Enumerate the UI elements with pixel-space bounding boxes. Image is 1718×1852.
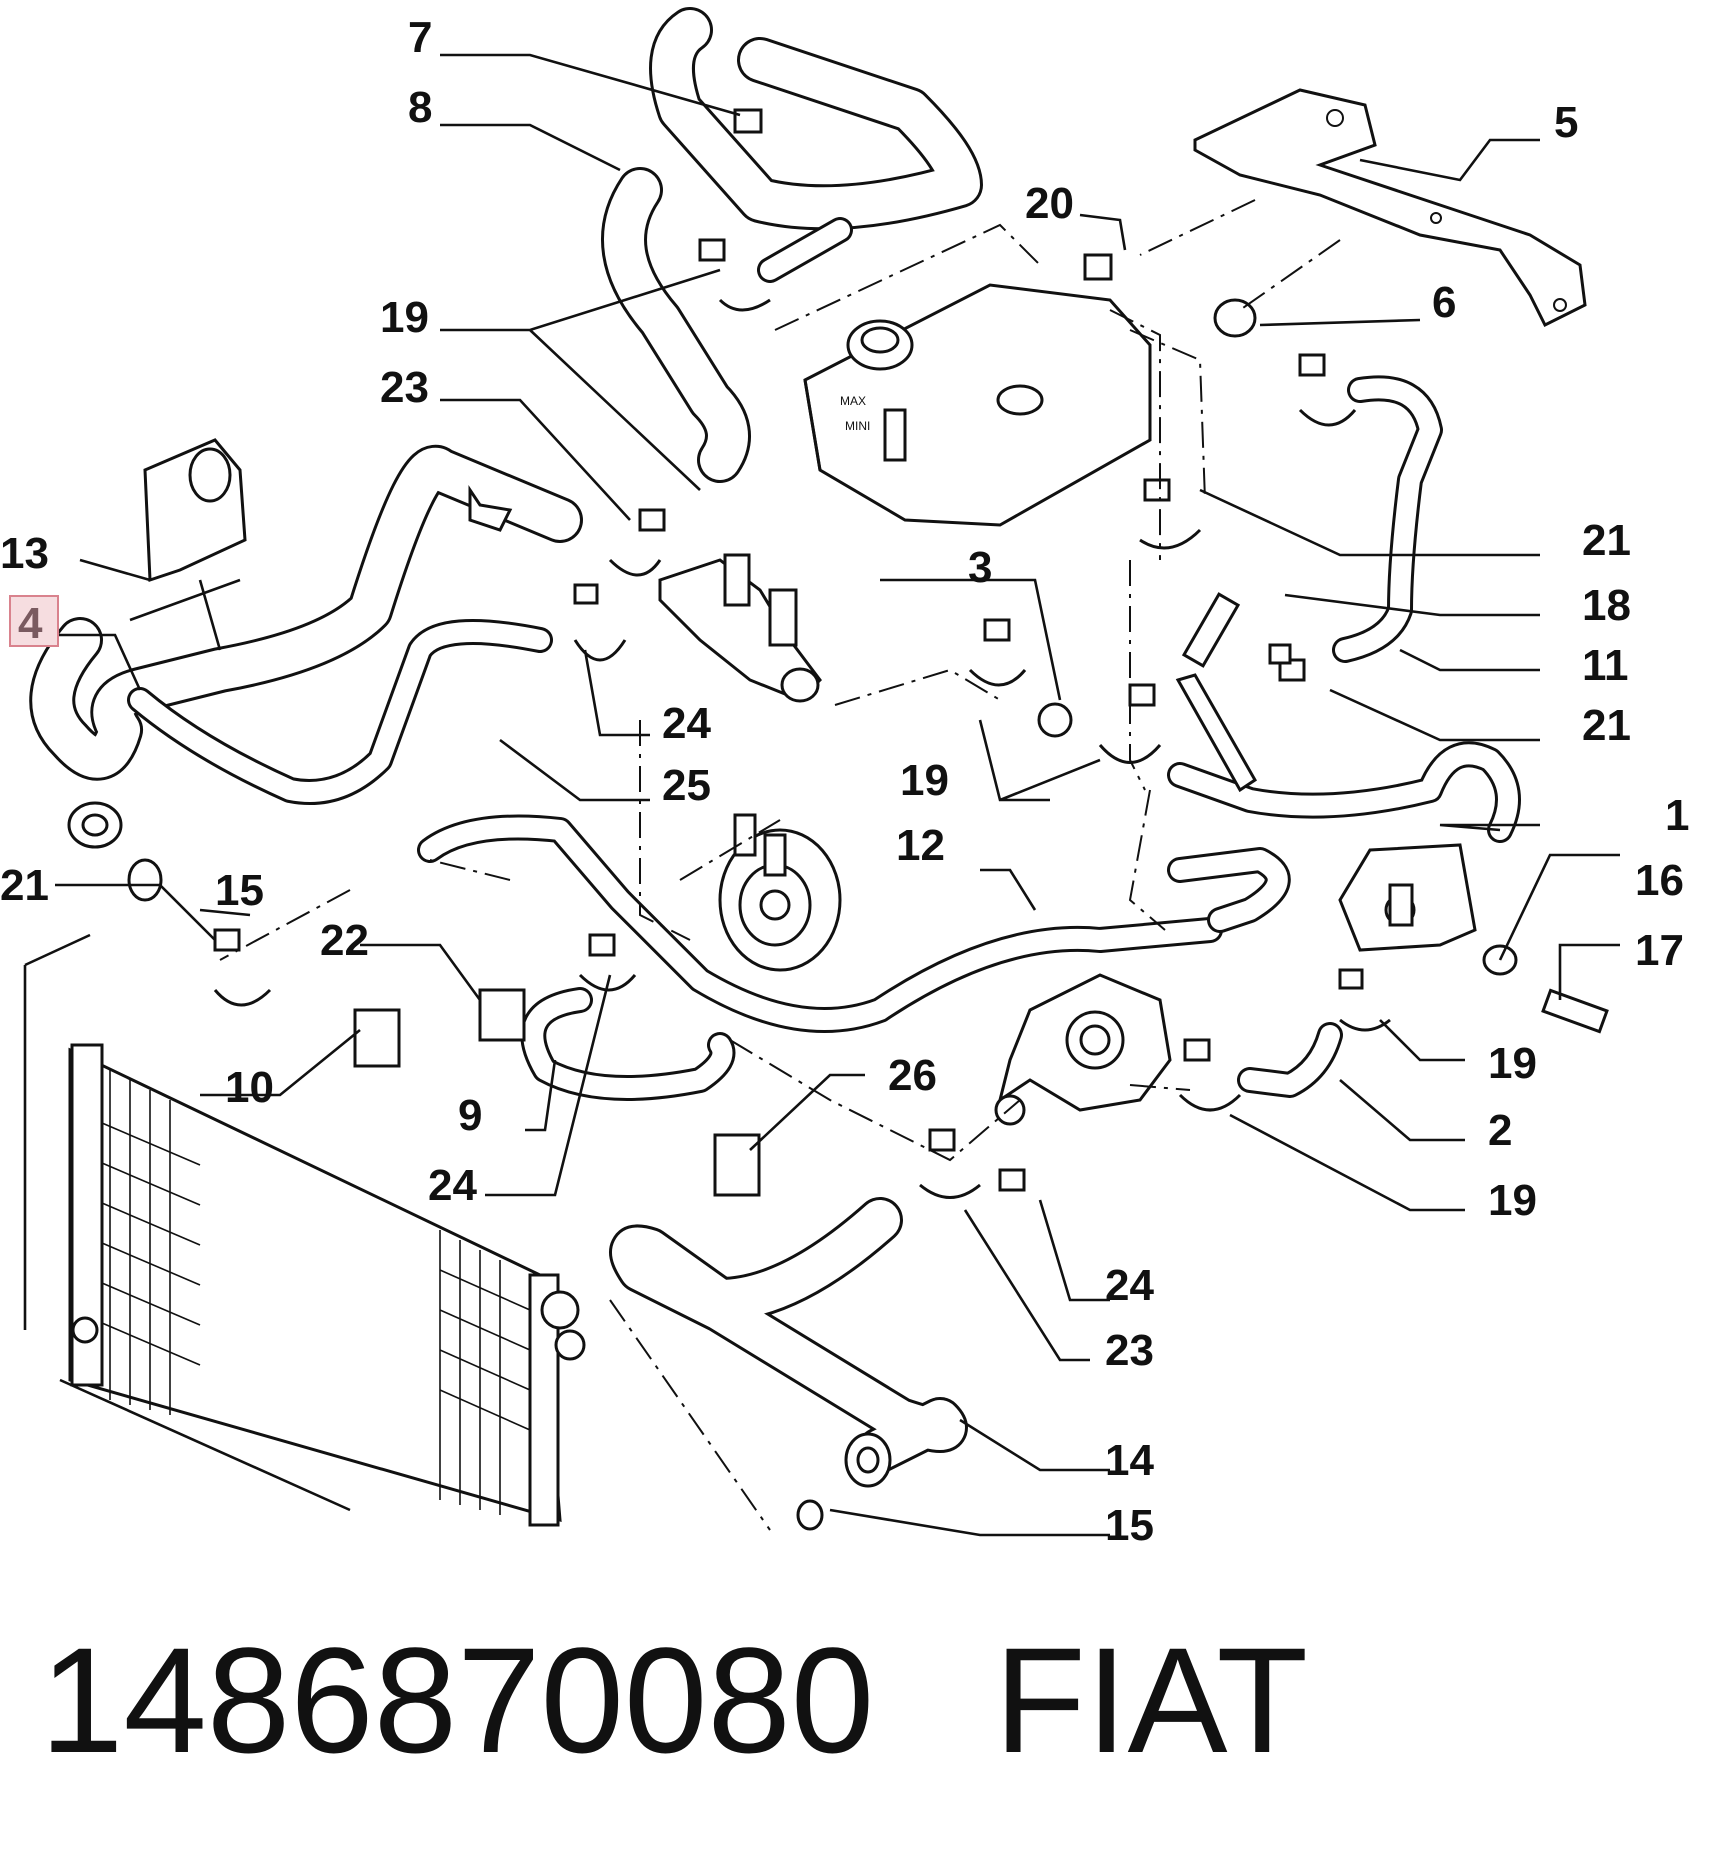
callout-26[interactable]: 26 [888, 1051, 937, 1100]
dash-lines [219, 199, 1341, 1531]
part-caption: 1486870080 FIAT [40, 1600, 1680, 1800]
tank-max-label: MAX [840, 394, 866, 408]
callout-16[interactable]: 16 [1635, 856, 1684, 905]
callout-17[interactable]: 17 [1635, 926, 1684, 975]
radiator [23, 933, 586, 1527]
hose-4 [29, 444, 583, 849]
callout-19-bottom[interactable]: 19 [1488, 1176, 1537, 1225]
hose-1 [1167, 741, 1521, 843]
hose-14 [609, 1197, 968, 1488]
flange-1 [1338, 843, 1477, 952]
callout-5[interactable]: 5 [1554, 98, 1578, 147]
callout-12[interactable]: 12 [896, 821, 945, 870]
hose-11 [1332, 375, 1443, 663]
brand-name: FIAT [994, 1616, 1309, 1784]
callout-14[interactable]: 14 [1105, 1436, 1154, 1485]
hose-12 [417, 814, 1291, 1033]
thermostat-housing [658, 553, 822, 703]
callout-24-mid[interactable]: 24 [428, 1161, 477, 1210]
expansion-tank: MAX MINI [803, 283, 1152, 527]
part-number: 1486870080 [40, 1616, 875, 1784]
leader-lines [55, 53, 1620, 1537]
callout-6[interactable]: 6 [1432, 278, 1456, 327]
callout-1[interactable]: 1 [1665, 791, 1689, 840]
bracket-13 [129, 438, 247, 651]
callout-21-right-mid[interactable]: 21 [1582, 701, 1631, 750]
callout-21-right-top[interactable]: 21 [1582, 516, 1631, 565]
tank-min-label: MINI [845, 419, 870, 433]
callout-3[interactable]: 3 [968, 543, 992, 592]
callout-labels: 7 8 5 20 6 19 23 21 13 3 18 4 11 21 24 2… [0, 13, 1689, 1550]
callout-20[interactable]: 20 [1025, 179, 1074, 228]
highlight-box-4 [9, 595, 59, 647]
callout-18[interactable]: 18 [1582, 581, 1631, 630]
callout-23-bottom[interactable]: 23 [1105, 1326, 1154, 1375]
callout-25[interactable]: 25 [662, 761, 711, 810]
clamps [127, 108, 1609, 1531]
oil-cooler [718, 813, 842, 972]
callout-15-left[interactable]: 15 [215, 866, 264, 915]
water-pump-body [994, 973, 1172, 1126]
callout-8[interactable]: 8 [408, 83, 432, 132]
callout-2[interactable]: 2 [1488, 1106, 1512, 1155]
callout-15-bottom[interactable]: 15 [1105, 1501, 1154, 1550]
callout-19-right[interactable]: 19 [1488, 1039, 1537, 1088]
callout-22[interactable]: 22 [320, 916, 369, 965]
callout-19-top[interactable]: 19 [380, 293, 429, 342]
callout-10[interactable]: 10 [225, 1063, 274, 1112]
callout-24-bottom[interactable]: 24 [1105, 1261, 1154, 1310]
hose-9 [520, 987, 736, 1101]
parts-diagram: MAX MINI [0, 7, 1689, 1550]
callout-23-top[interactable]: 23 [380, 363, 429, 412]
callout-19-mid[interactable]: 19 [900, 756, 949, 805]
callout-13[interactable]: 13 [0, 529, 49, 578]
hose-8 [601, 7, 983, 483]
callout-11[interactable]: 11 [1582, 641, 1629, 690]
hose-2 [1237, 1022, 1343, 1098]
bracket-5 [1193, 88, 1587, 328]
callout-4[interactable]: 4 [18, 599, 43, 648]
callout-7[interactable]: 7 [408, 13, 432, 62]
callout-24-top[interactable]: 24 [662, 699, 711, 748]
callout-9[interactable]: 9 [458, 1091, 482, 1140]
callout-21-left[interactable]: 21 [0, 861, 49, 910]
